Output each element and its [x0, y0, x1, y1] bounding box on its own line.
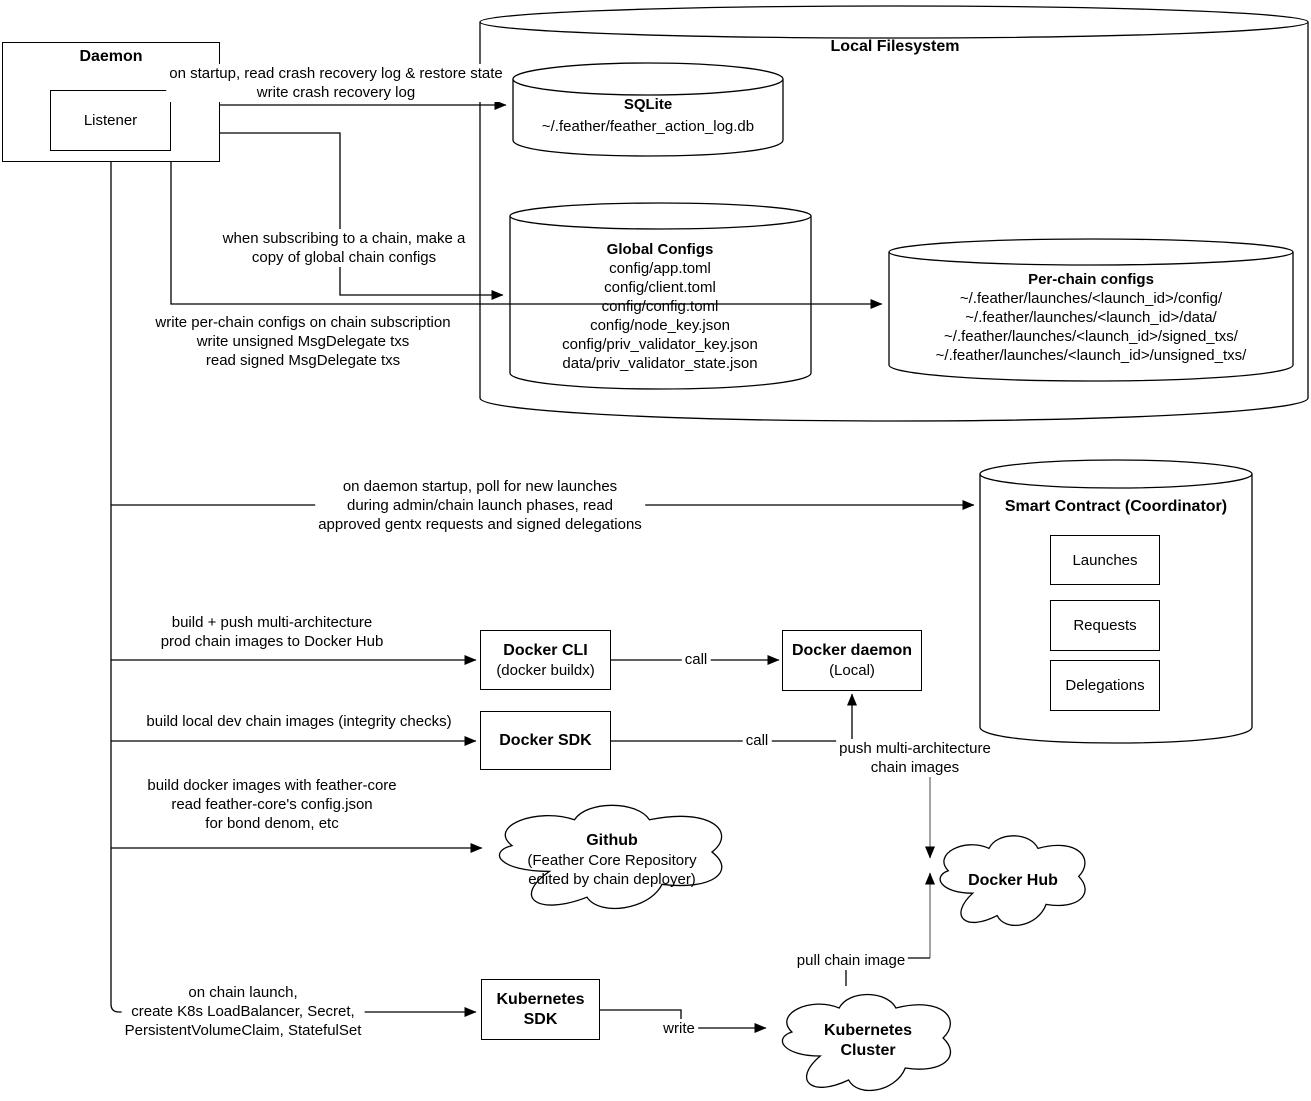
edge-label-build-push: build + push multi-architecture prod cha… — [157, 613, 387, 651]
edge-per-chain-write — [170, 151, 883, 309]
edge-label-build-local: build local dev chain images (integrity … — [143, 712, 455, 731]
edge-label-per-chain-write: write per-chain configs on chain subscri… — [152, 313, 454, 370]
global-configs-title: Global Configs — [606, 241, 714, 258]
docker-hub-title: Docker Hub — [968, 872, 1058, 889]
sqlite-db-path: ~/.feather/feather_action_log.db — [541, 118, 755, 135]
docker-sdk-box: Docker SDK — [480, 711, 611, 770]
global-configs-cylinder — [509, 202, 812, 390]
docker-cli-box: Docker CLI (docker buildx) — [480, 630, 611, 690]
listener-label: Listener — [83, 112, 138, 129]
edge-label-build-feather: build docker images with feather-core re… — [144, 776, 400, 833]
edge-label-call-cli: call — [681, 650, 711, 669]
launches-box: Launches — [1050, 535, 1160, 585]
per-chain-configs-paths: ~/.feather/launches/<launch_id>/config/ … — [935, 290, 1247, 364]
sqlite-cylinder — [512, 62, 784, 157]
sqlite-title: SQLite — [623, 96, 673, 113]
global-configs-files: config/app.toml config/client.toml confi… — [562, 260, 758, 372]
delegations-box: Delegations — [1050, 660, 1160, 711]
edge-label-pull-chain: pull chain image — [793, 951, 909, 970]
edge-label-subscribe-copy: when subscribing to a chain, make a copy… — [219, 229, 469, 267]
edge-label-call-sdk: call — [742, 731, 772, 750]
edge-label-write: write — [660, 1019, 698, 1038]
kubernetes-cluster-title: Kubernetes Cluster — [823, 1022, 913, 1059]
edge-subscribe-copy — [171, 132, 504, 300]
edge-label-poll-launches: on daemon startup, poll for new launches… — [315, 477, 645, 534]
edge-rail-to-k8s-sdk — [110, 151, 477, 1017]
smart-contract-title: Smart Contract (Coordinator) — [1004, 498, 1228, 515]
listener-box: Listener — [50, 90, 171, 151]
github-title: Github — [586, 832, 638, 849]
per-chain-configs-title: Per-chain configs — [1028, 271, 1154, 288]
kubernetes-sdk-box: Kubernetes SDK — [481, 979, 600, 1040]
edge-label-chain-launch: on chain launch, create K8s LoadBalancer… — [121, 983, 365, 1040]
requests-box: Requests — [1050, 600, 1160, 651]
edge-sdk-call-daemon — [611, 693, 857, 742]
per-chain-configs-cylinder — [888, 238, 1294, 382]
github-subtitle: (Feather Core Repository edited by chain… — [527, 852, 697, 888]
edge-label-push-images: push multi-architecture chain images — [836, 739, 994, 777]
local-filesystem-title: Local Filesystem — [830, 38, 960, 55]
edge-label-crash-recovery: on startup, read crash recovery log & re… — [166, 64, 506, 102]
docker-daemon-box: Docker daemon (Local) — [782, 630, 922, 691]
daemon-title: Daemon — [79, 48, 143, 65]
